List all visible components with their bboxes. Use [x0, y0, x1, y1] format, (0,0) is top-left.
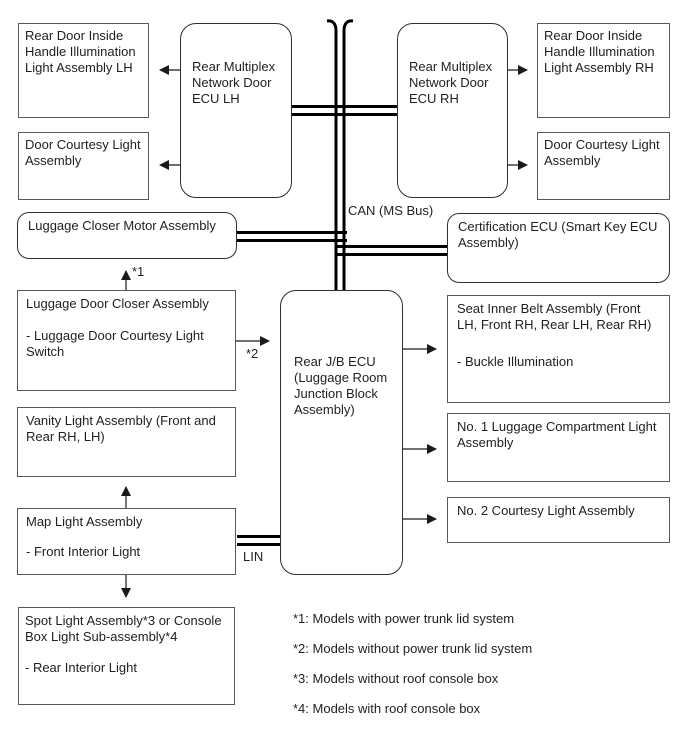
can-bus-certification	[335, 245, 448, 257]
box-sublabel: - Luggage Door Courtesy Light Switch	[26, 328, 204, 359]
lin-bus-label: LIN	[243, 549, 264, 564]
footnotes: *1: Models with power trunk lid system *…	[293, 611, 673, 731]
can-bus-luggage-motor	[237, 231, 347, 243]
footnote-3: *3: Models without roof console box	[293, 671, 499, 686]
lin-bus	[237, 535, 281, 547]
box-label: Rear Door Inside Handle Illumination Lig…	[544, 28, 655, 75]
box-luggage-door-closer: Luggage Door Closer Assembly - Luggage D…	[17, 290, 236, 391]
ref1-label: *1	[132, 264, 145, 279]
box-label: Vanity Light Assembly (Front and Rear RH…	[26, 413, 216, 444]
box-door-courtesy-light-rh: Door Courtesy Light Assembly	[537, 132, 670, 200]
box-label: Map Light Assembly	[26, 514, 143, 529]
box-rear-door-handle-light-lh: Rear Door Inside Handle Illumination Lig…	[18, 23, 149, 118]
box-no2-courtesy-light: No. 2 Courtesy Light Assembly	[447, 497, 670, 543]
box-label: Door Courtesy Light Assembly	[25, 137, 141, 168]
box-rear-door-handle-light-rh: Rear Door Inside Handle Illumination Lig…	[537, 23, 670, 118]
box-rear-multiplex-ecu-rh: Rear Multiplex Network Door ECU RH	[397, 23, 508, 198]
box-label: Rear Multiplex Network Door ECU RH	[409, 59, 493, 106]
box-label: No. 2 Courtesy Light Assembly	[457, 503, 635, 518]
box-label: Rear Door Inside Handle Illumination Lig…	[25, 28, 136, 75]
signal-arrows	[121, 65, 528, 598]
box-map-light: Map Light Assembly - Front Interior Ligh…	[17, 508, 236, 575]
box-sublabel: - Front Interior Light	[26, 544, 141, 559]
box-label: Rear J/B ECU (Luggage Room Junction Bloc…	[294, 354, 388, 417]
footnote-4: *4: Models with roof console box	[293, 701, 481, 716]
can-bus-vertical	[326, 19, 354, 290]
ref2-label: *2	[246, 346, 259, 361]
footnote-1: *1: Models with power trunk lid system	[293, 611, 515, 626]
box-sublabel: - Buckle Illumination	[457, 354, 574, 369]
box-luggage-closer-motor: Luggage Closer Motor Assembly	[17, 212, 237, 259]
box-label: Door Courtesy Light Assembly	[544, 137, 660, 168]
box-spot-light: Spot Light Assembly*3 or Console Box Lig…	[18, 607, 235, 705]
box-rear-jb-ecu: Rear J/B ECU (Luggage Room Junction Bloc…	[280, 290, 403, 575]
box-door-courtesy-light-lh: Door Courtesy Light Assembly	[18, 132, 149, 200]
box-sublabel: - Rear Interior Light	[25, 660, 137, 675]
box-label: Luggage Closer Motor Assembly	[28, 218, 216, 233]
box-no1-luggage-compartment-light: No. 1 Luggage Compartment Light Assembly	[447, 413, 670, 482]
box-seat-inner-belt: Seat Inner Belt Assembly (Front LH, Fron…	[447, 295, 670, 403]
box-certification-ecu: Certification ECU (Smart Key ECU Assembl…	[447, 213, 670, 283]
can-bus-label: CAN (MS Bus)	[348, 203, 434, 218]
box-label: Spot Light Assembly*3 or Console Box Lig…	[25, 613, 222, 644]
box-label: No. 1 Luggage Compartment Light Assembly	[457, 419, 657, 450]
box-label: Seat Inner Belt Assembly (Front LH, Fron…	[457, 301, 652, 332]
box-label: Luggage Door Closer Assembly	[26, 296, 209, 311]
box-rear-multiplex-ecu-lh: Rear Multiplex Network Door ECU LH	[180, 23, 292, 198]
box-vanity-light: Vanity Light Assembly (Front and Rear RH…	[17, 407, 236, 477]
footnote-2: *2: Models without power trunk lid syste…	[293, 641, 533, 656]
box-label: Certification ECU (Smart Key ECU Assembl…	[458, 219, 658, 250]
can-bus-vertical-over	[334, 31, 346, 290]
box-label: Rear Multiplex Network Door ECU LH	[192, 59, 276, 106]
